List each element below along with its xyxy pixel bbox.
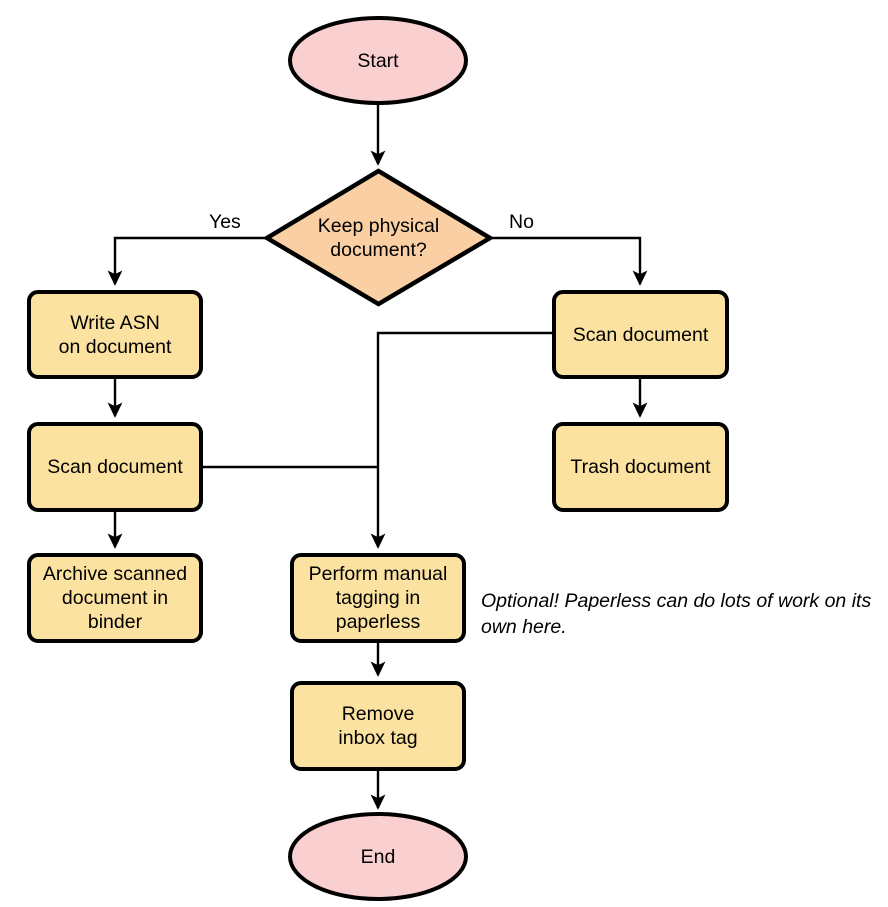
node-start-shape[interactable] xyxy=(288,16,468,105)
node-decision-keep-shape[interactable] xyxy=(262,168,495,307)
edge-decision-to-write-asn xyxy=(107,236,265,286)
node-remove-inbox-tag-shape[interactable] xyxy=(290,681,466,771)
optional-note: Optional! Paperless can do lots of work … xyxy=(481,590,872,638)
edge-label-no: No xyxy=(509,211,534,233)
edge-scan-right-to-manual-tagging xyxy=(370,331,552,549)
node-archive-binder-shape[interactable] xyxy=(27,553,203,643)
node-write-asn-shape[interactable] xyxy=(27,290,203,379)
node-manual-tagging-shape[interactable] xyxy=(290,553,466,643)
node-trash-document-shape[interactable] xyxy=(552,422,729,512)
edge-label-yes: Yes xyxy=(209,211,241,233)
node-scan-left-shape[interactable] xyxy=(27,422,203,512)
node-end-shape[interactable] xyxy=(288,812,468,901)
node-scan-right-shape[interactable] xyxy=(552,290,729,379)
edge-decision-to-scan-right xyxy=(492,236,648,286)
